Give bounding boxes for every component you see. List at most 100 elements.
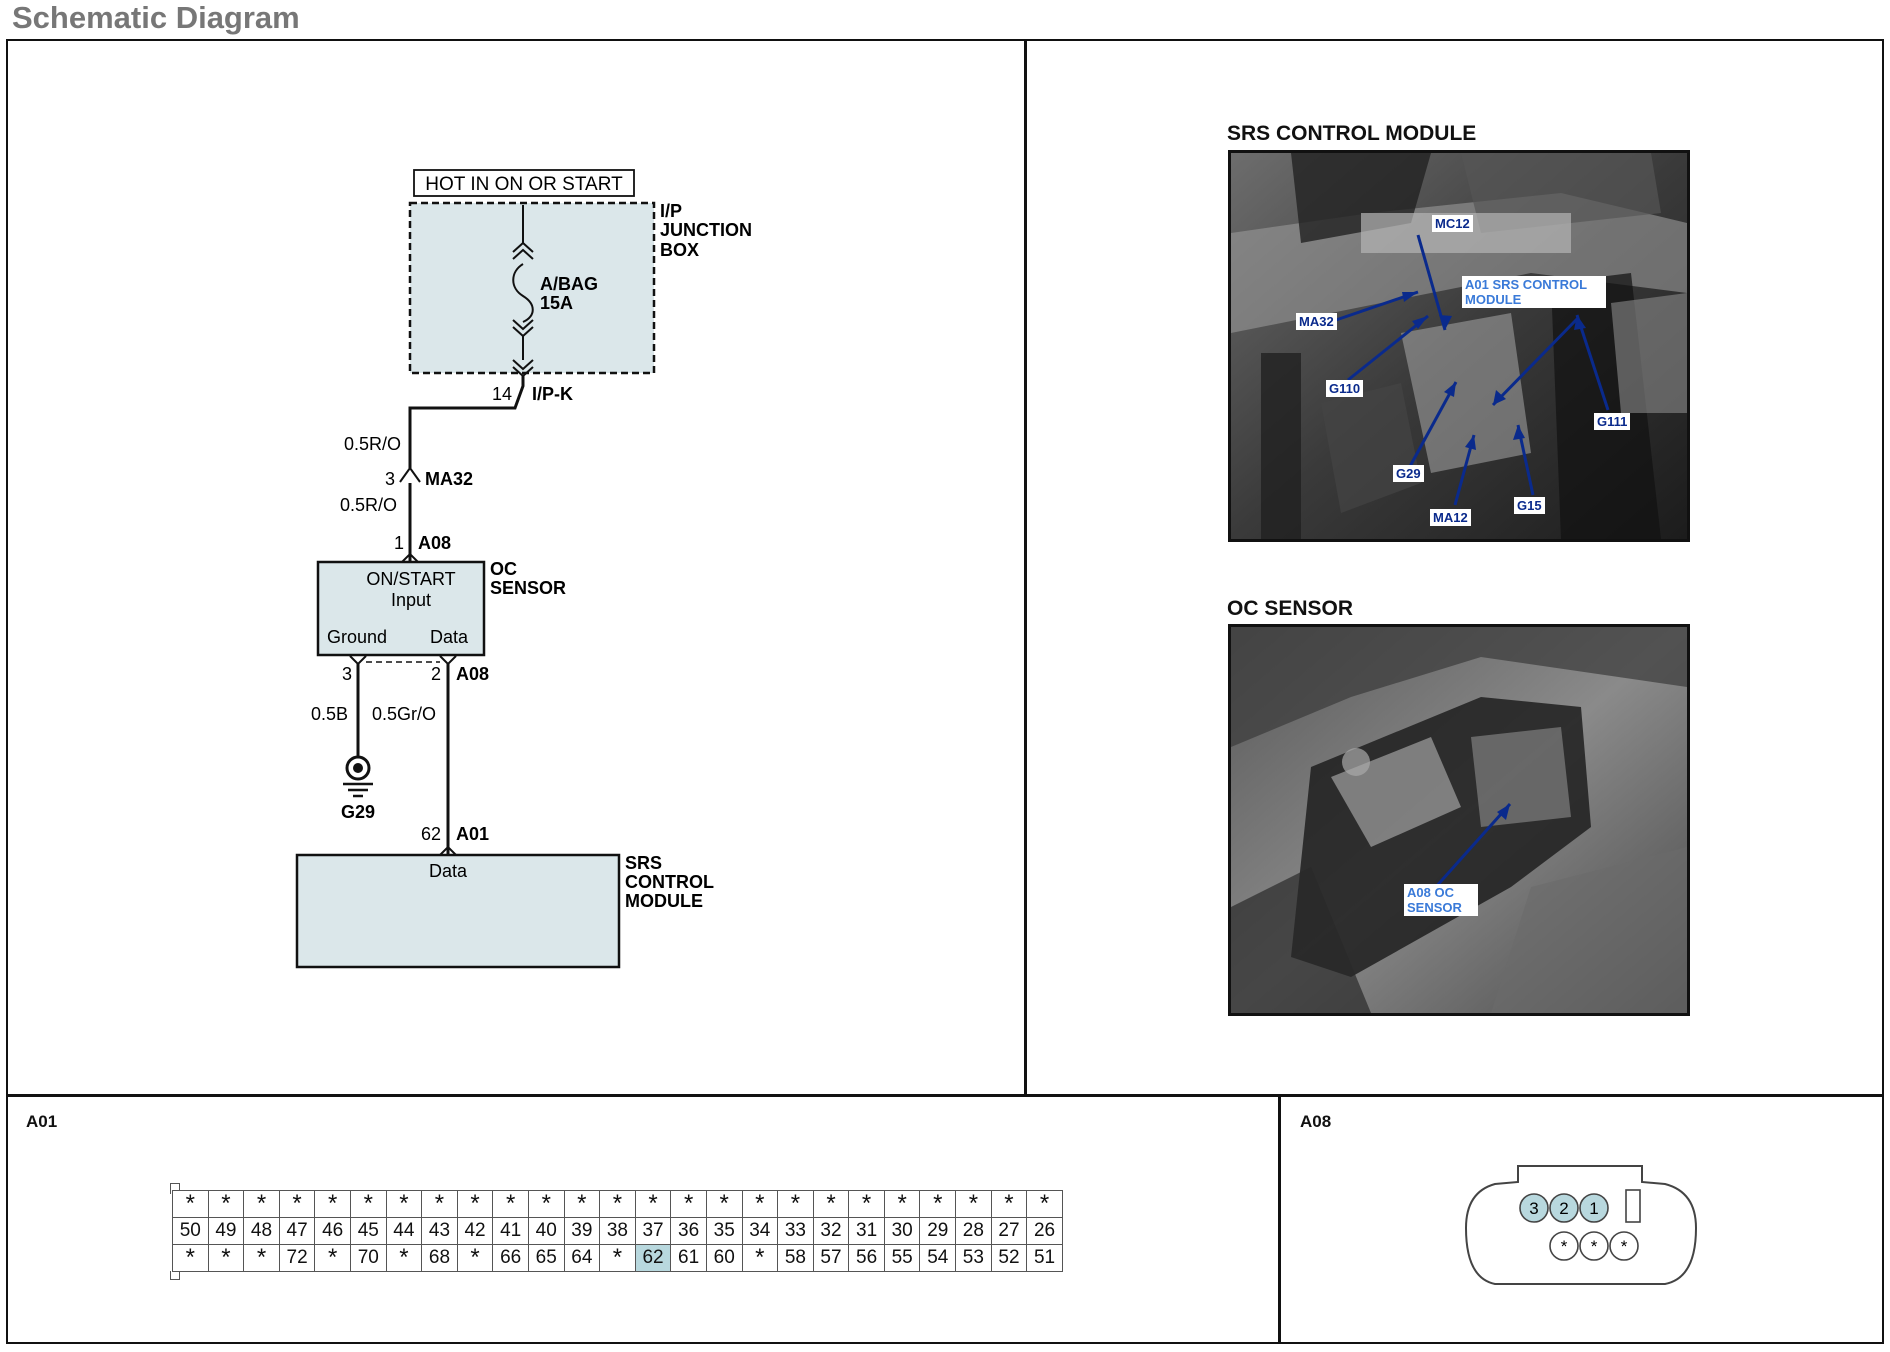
a01-pin-cell: 55 — [883, 1244, 921, 1272]
a01-pin-cell: 62 — [634, 1244, 672, 1272]
a01-pin-cell: 42 — [456, 1217, 494, 1245]
oc-sensor-box — [316, 560, 486, 657]
ground-name: G29 — [341, 802, 375, 822]
srs-box-data: Data — [429, 861, 468, 881]
a01-pin-cell: 29 — [919, 1217, 957, 1245]
oc-sensor-label-1: OC — [490, 559, 517, 579]
a01-pin-cell: 32 — [812, 1217, 850, 1245]
connector-divider — [1278, 1094, 1281, 1344]
a08-bottom-connector-symbol — [349, 655, 457, 666]
srs-photo-image — [1231, 153, 1687, 539]
a01-pin-cell: * — [349, 1190, 387, 1218]
a01-pin-cell: 39 — [563, 1217, 601, 1245]
a01-pin-cell: 61 — [670, 1244, 707, 1272]
a08-top-pin-circle — [1579, 1193, 1609, 1223]
srs-label-1: SRS — [625, 853, 662, 873]
a01-pin-cell: * — [741, 1190, 779, 1218]
a01-pin-cell: 33 — [777, 1217, 814, 1245]
junction-box — [408, 201, 656, 375]
a08-bottom-pin-circle — [1549, 1231, 1579, 1261]
oc-photo-title: OC SENSOR — [1227, 597, 1354, 620]
wire-1-label: 0.5R/O — [344, 434, 401, 454]
a01-pin-cell: 36 — [670, 1217, 707, 1245]
oc-ground-label: Ground — [327, 627, 387, 647]
ma32-connector-symbol — [399, 466, 421, 483]
a01-pin-cell: 49 — [207, 1217, 245, 1245]
a01-pin-cell: 58 — [777, 1244, 814, 1272]
a01-connector-tab — [170, 1183, 180, 1194]
a08-top-pin: 2 — [1559, 1199, 1568, 1218]
a01-pin-cell: * — [527, 1190, 565, 1218]
schematic: HOT IN ON OR START I/P JUNCTION BOX A/BA… — [295, 169, 752, 969]
a01-pin: 62 — [421, 824, 441, 844]
a08-bottom-pin: * — [1621, 1237, 1628, 1256]
a01-pin-cell: 30 — [883, 1217, 921, 1245]
a01-connector-symbol — [439, 845, 457, 856]
srs-callout-mc12: MC12 — [1432, 215, 1473, 232]
srs-callout-g111: G111 — [1594, 413, 1631, 430]
a01-pin-cell: * — [563, 1190, 601, 1218]
a01-pin-cell: * — [634, 1190, 672, 1218]
a01-pin-cell: 53 — [955, 1244, 992, 1272]
a01-pin-cell: 60 — [705, 1244, 743, 1272]
ma32-pin: 3 — [385, 469, 395, 489]
a01-connector-tab-bottom — [170, 1271, 180, 1280]
a01-pin-cell: * — [955, 1190, 992, 1218]
a01-pin-cell: * — [172, 1190, 209, 1218]
srs-callout-ma12: MA12 — [1430, 509, 1471, 526]
a08-bottom-pin: * — [1561, 1237, 1568, 1256]
a01-pin-cell: 64 — [563, 1244, 601, 1272]
a01-pin-cell: * — [456, 1190, 494, 1218]
a01-pin-cell: * — [492, 1190, 529, 1218]
a01-pin-cell: * — [883, 1190, 921, 1218]
panel-divider-horizontal — [6, 1094, 1884, 1097]
a01-pin-cell: * — [599, 1244, 636, 1272]
a01-pin-cell: * — [421, 1190, 458, 1218]
a01-pin-cell: 65 — [527, 1244, 565, 1272]
a01-pin-cell: * — [172, 1244, 209, 1272]
panel-divider-vertical — [1024, 39, 1027, 1096]
wire-2-label: 0.5R/O — [340, 495, 397, 515]
a01-pin-cell: 50 — [172, 1217, 209, 1245]
a01-pin-cell: 52 — [990, 1244, 1028, 1272]
oc-callout-a08: A08 OC SENSOR — [1404, 884, 1478, 916]
a08-top-pin-circle — [1549, 1193, 1579, 1223]
a01-pin-cell: 35 — [705, 1217, 743, 1245]
oc-photo — [1228, 624, 1690, 1016]
junction-box-label-1: I/P — [660, 201, 682, 221]
a08-bottom-pin: * — [1591, 1237, 1598, 1256]
a01-pin-row: ************************* — [172, 1190, 1063, 1218]
a01-label: A01 — [456, 824, 489, 844]
a01-pin-cell: 34 — [741, 1217, 779, 1245]
a08-top-label: A08 — [418, 533, 451, 553]
a08-bottom-pin-circle — [1609, 1231, 1639, 1261]
a01-pin-cell: 41 — [492, 1217, 529, 1245]
srs-label-3: MODULE — [625, 891, 703, 911]
a01-pin-cell: * — [314, 1244, 351, 1272]
a08-top-connector-symbol — [401, 552, 419, 563]
srs-module-box — [295, 853, 621, 969]
junction-box-label-3: BOX — [660, 240, 699, 260]
diagram-frame — [6, 39, 1884, 1344]
a01-pin-cell: 72 — [278, 1244, 316, 1272]
a01-pin-cell: 44 — [385, 1217, 423, 1245]
wire-power — [408, 376, 525, 562]
a01-pin-cell: 43 — [421, 1217, 458, 1245]
oc-photo-image — [1231, 627, 1687, 1013]
hot-label: HOT IN ON OR START — [425, 174, 623, 195]
a01-pin-cell: * — [670, 1190, 707, 1218]
wire-ground-label: 0.5B — [311, 704, 348, 724]
a01-pin-cell: 26 — [1026, 1217, 1063, 1245]
a01-pin-cell: 48 — [243, 1217, 280, 1245]
a01-pin-cell: * — [919, 1190, 957, 1218]
page-title: Schematic Diagram — [12, 0, 300, 35]
srs-photo-callouts — [1335, 234, 1610, 506]
a01-pin-cell: * — [243, 1244, 280, 1272]
a01-pin-cell: 31 — [848, 1217, 885, 1245]
a01-pin-cell: * — [243, 1190, 280, 1218]
ma32-label: MA32 — [425, 469, 473, 489]
a08-pin3: 3 — [342, 664, 352, 684]
a01-connector-name: A01 — [26, 1112, 58, 1131]
